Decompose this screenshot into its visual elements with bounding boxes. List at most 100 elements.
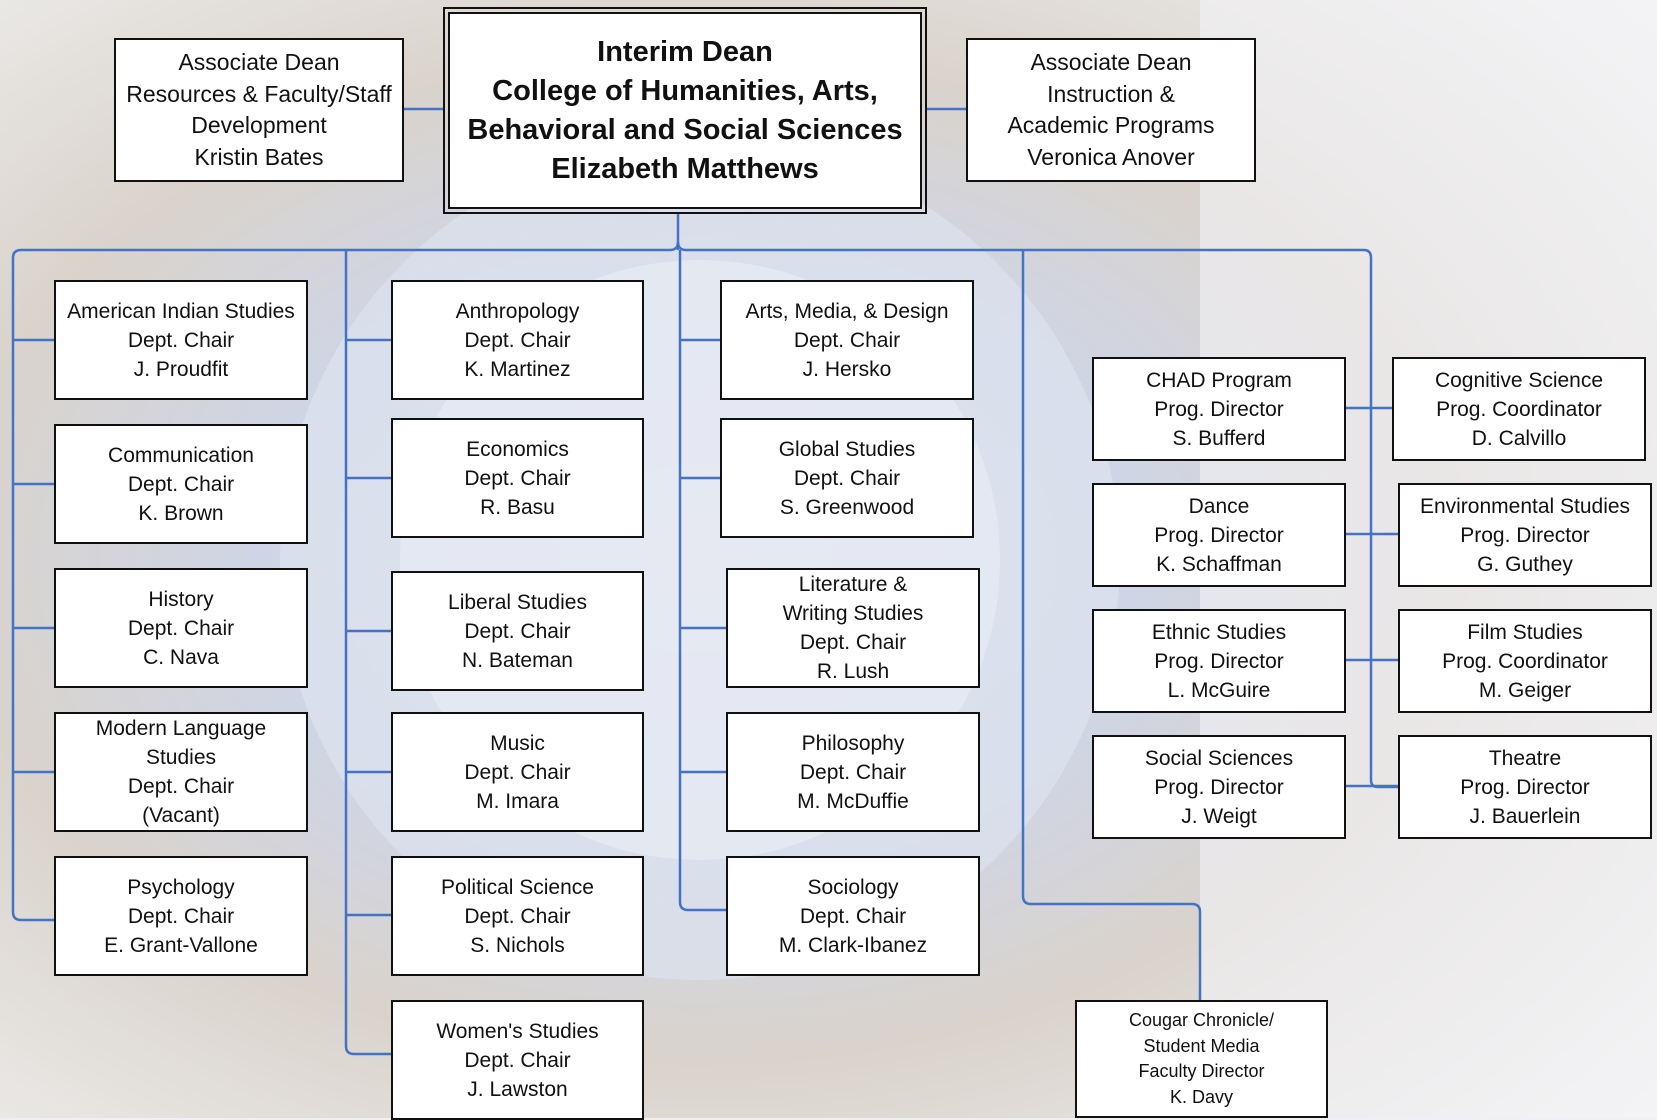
dept-role: Dept. Chair xyxy=(464,619,571,643)
dept-name: Music xyxy=(490,731,545,755)
dept-person: (Vacant) xyxy=(142,804,220,827)
dept-name-cont: Writing Studies xyxy=(782,602,924,625)
dept-person: J. Hersko xyxy=(802,357,892,381)
dept-person: K. Brown xyxy=(138,501,224,525)
college-name-line2: Behavioral and Social Sciences xyxy=(467,113,903,146)
dean-title: Interim Dean xyxy=(597,35,773,68)
dept-box-modern-language-studies: Modern Language Studies Dept. Chair (Vac… xyxy=(54,712,308,832)
interim-dean-box: Interim Dean College of Humanities, Arts… xyxy=(443,7,927,214)
dept-person: M. McDuffie xyxy=(797,789,909,813)
dept-box-history: History Dept. Chair C. Nava xyxy=(54,568,308,688)
dept-box-liberal-studies: Liberal Studies Dept. Chair N. Bateman xyxy=(391,571,644,691)
dept-person: J. Proudfit xyxy=(133,357,229,381)
dept-box-global-studies: Global Studies Dept. Chair S. Greenwood xyxy=(720,418,974,538)
program-person: L. McGuire xyxy=(1167,678,1271,702)
dept-role: Dept. Chair xyxy=(127,616,235,640)
dept-person: E. Grant-Vallone xyxy=(104,933,258,957)
dept-person: M. Clark-Ibanez xyxy=(778,933,928,957)
program-box-chad: CHAD Program Prog. Director S. Bufferd xyxy=(1092,357,1346,461)
media-person: K. Davy xyxy=(1169,1086,1234,1107)
dept-box-communication: Communication Dept. Chair K. Brown xyxy=(54,424,308,544)
program-role: Prog. Coordinator xyxy=(1436,397,1602,421)
dept-person: R. Lush xyxy=(816,660,890,683)
dept-box-sociology: Sociology Dept. Chair M. Clark-Ibanez xyxy=(726,856,980,976)
dept-role: Dept. Chair xyxy=(127,328,235,352)
program-box-cognitive-science: Cognitive Science Prog. Coordinator D. C… xyxy=(1392,357,1646,461)
dept-role: Dept. Chair xyxy=(799,631,907,654)
dept-name: Anthropology xyxy=(455,299,580,323)
program-name: CHAD Program xyxy=(1146,368,1292,392)
program-role: Prog. Director xyxy=(1460,523,1590,547)
dept-person: R. Basu xyxy=(480,495,555,519)
dept-name: Literature & xyxy=(798,573,908,596)
program-box-dance: Dance Prog. Director K. Schaffman xyxy=(1092,483,1346,587)
dept-role: Dept. Chair xyxy=(127,472,235,496)
dept-name: Women's Studies xyxy=(436,1019,599,1043)
dept-role: Dept. Chair xyxy=(464,760,571,784)
associate-dean-instruction-box: Associate Dean Instruction & Academic Pr… xyxy=(966,38,1256,182)
media-line2: Student Media xyxy=(1143,1035,1260,1056)
program-name: Theatre xyxy=(1488,746,1562,770)
dept-name: American Indian Studies xyxy=(67,299,295,323)
dept-name: Political Science xyxy=(441,875,594,899)
dept-box-psychology: Psychology Dept. Chair E. Grant-Vallone xyxy=(54,856,308,976)
dept-box-womens-studies: Women's Studies Dept. Chair J. Lawston xyxy=(391,1000,644,1120)
program-person: D. Calvillo xyxy=(1471,426,1567,450)
dept-box-economics: Economics Dept. Chair R. Basu xyxy=(391,418,644,538)
dept-name: Arts, Media, & Design xyxy=(745,299,949,323)
assoc-right-line2: Instruction & xyxy=(1047,80,1175,107)
program-person: G. Guthey xyxy=(1477,552,1573,576)
dept-box-anthropology: Anthropology Dept. Chair K. Martinez xyxy=(391,280,644,400)
associate-dean-resources-box: Associate Dean Resources & Faculty/Staff… xyxy=(114,38,404,182)
dept-person: K. Martinez xyxy=(464,357,571,381)
program-name: Dance xyxy=(1188,494,1250,518)
program-name: Ethnic Studies xyxy=(1151,620,1287,644)
program-person: J. Weigt xyxy=(1181,804,1257,828)
program-person: J. Bauerlein xyxy=(1469,804,1581,828)
program-role: Prog. Director xyxy=(1154,649,1284,673)
dept-role: Dept. Chair xyxy=(464,466,571,490)
dept-role: Dept. Chair xyxy=(793,328,901,352)
program-box-theatre: Theatre Prog. Director J. Bauerlein xyxy=(1398,735,1652,839)
dept-person: M. Imara xyxy=(476,789,559,813)
dept-name: Psychology xyxy=(127,875,235,899)
program-role: Prog. Coordinator xyxy=(1442,649,1608,673)
dept-role: Dept. Chair xyxy=(464,328,571,352)
assoc-right-line3: Academic Programs xyxy=(1007,112,1215,138)
dept-box-philosophy: Philosophy Dept. Chair M. McDuffie xyxy=(726,712,980,832)
assoc-left-name: Kristin Bates xyxy=(194,143,324,170)
dept-box-arts-media-design: Arts, Media, & Design Dept. Chair J. Her… xyxy=(720,280,974,400)
program-person: M. Geiger xyxy=(1478,678,1572,702)
dept-person: C. Nava xyxy=(143,645,219,669)
program-box-environmental-studies: Environmental Studies Prog. Director G. … xyxy=(1398,483,1652,587)
program-name: Environmental Studies xyxy=(1419,494,1631,518)
dept-name: Liberal Studies xyxy=(448,590,587,614)
student-media-box: Cougar Chronicle/ Student Media Faculty … xyxy=(1075,1000,1328,1118)
dept-role: Dept. Chair xyxy=(127,904,235,928)
dept-name: Communication xyxy=(108,443,254,467)
dept-person: S. Greenwood xyxy=(779,495,915,519)
college-name-line1: College of Humanities, Arts, xyxy=(492,74,878,107)
dept-box-music: Music Dept. Chair M. Imara xyxy=(391,712,644,832)
program-name: Film Studies xyxy=(1467,620,1583,644)
dept-box-political-science: Political Science Dept. Chair S. Nichols xyxy=(391,856,644,976)
program-role: Prog. Director xyxy=(1154,523,1284,547)
program-box-social-sciences: Social Sciences Prog. Director J. Weigt xyxy=(1092,735,1346,839)
program-box-ethnic-studies: Ethnic Studies Prog. Director L. McGuire xyxy=(1092,609,1346,713)
dept-box-american-indian-studies: American Indian Studies Dept. Chair J. P… xyxy=(54,280,308,400)
assoc-left-line2: Resources & Faculty/Staff xyxy=(126,80,392,107)
assoc-left-line1: Associate Dean xyxy=(178,49,340,75)
program-box-film-studies: Film Studies Prog. Coordinator M. Geiger xyxy=(1398,609,1652,713)
dept-name: Sociology xyxy=(807,875,899,899)
dept-person: N. Bateman xyxy=(462,648,573,672)
dept-name: Modern Language xyxy=(95,717,267,740)
program-person: S. Bufferd xyxy=(1172,426,1266,450)
dept-person: S. Nichols xyxy=(470,933,565,957)
program-name: Social Sciences xyxy=(1144,746,1294,770)
dept-role: Dept. Chair xyxy=(464,904,571,928)
dept-role: Dept. Chair xyxy=(793,466,901,490)
program-person: K. Schaffman xyxy=(1156,552,1282,576)
dept-role: Dept. Chair xyxy=(127,775,235,798)
dept-name: Global Studies xyxy=(778,437,916,461)
